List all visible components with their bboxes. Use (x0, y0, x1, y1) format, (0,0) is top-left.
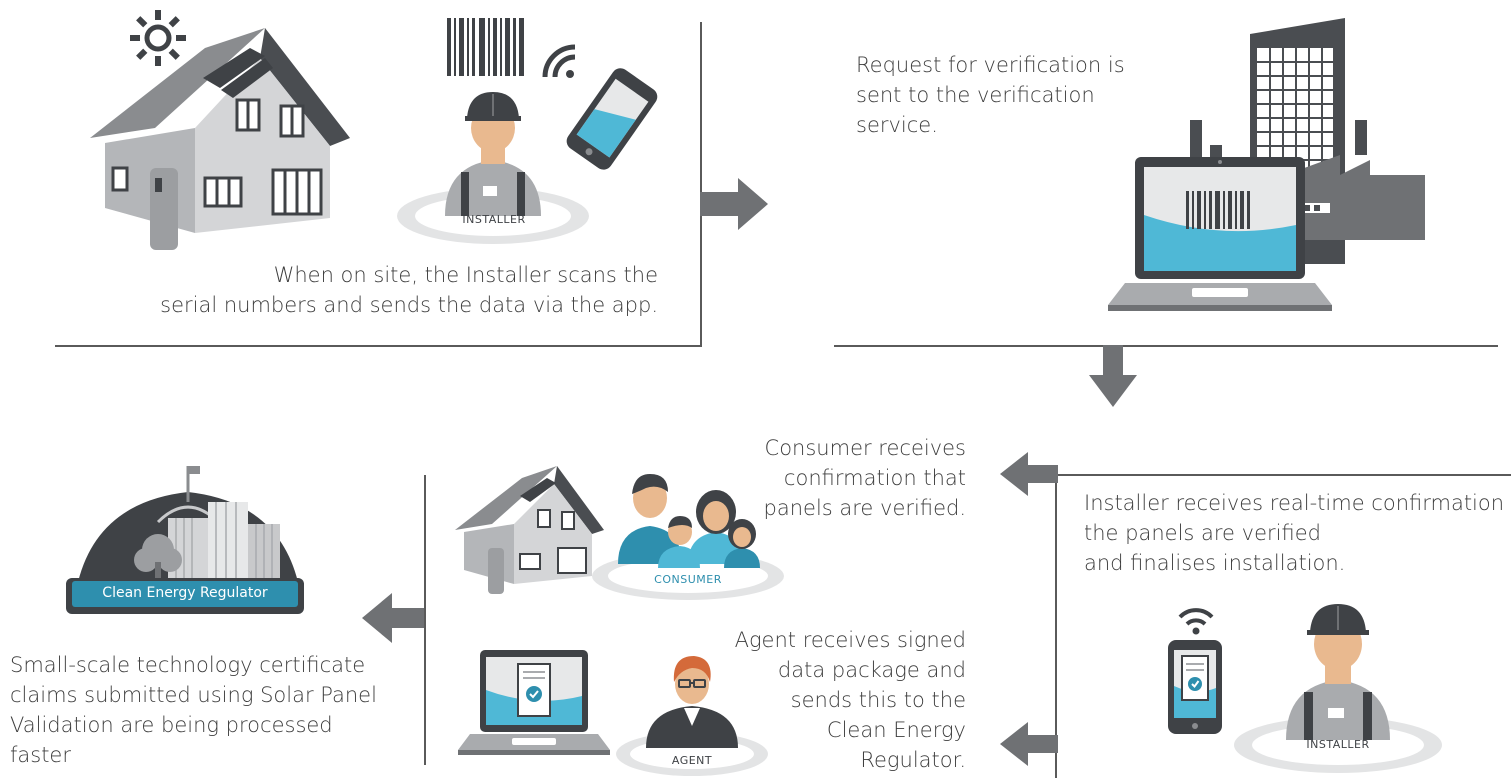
divider-top-right (834, 345, 1498, 347)
step-regulator-line3: Validation are being processed (10, 713, 333, 737)
divider-top-left (55, 345, 702, 347)
step-agent-line4: Clean Energy (826, 718, 966, 742)
arrow-right-icon (700, 178, 768, 230)
step-request-text: Request for verification is sent to the … (856, 50, 1156, 140)
step-agent-line3: sends this to the (790, 688, 966, 712)
step-agent-line5: Regulator. (860, 748, 966, 772)
step-request-line1: Request for verification is (856, 53, 1125, 77)
step-scan-line1: When on site, the Installer scans the (273, 263, 658, 287)
laptop-icon (458, 650, 610, 755)
step-agent-text: Agent receives signed data package and s… (700, 625, 966, 775)
divider-top-left-vertical (700, 22, 702, 347)
step-request-line3: service. (856, 113, 938, 137)
installer-badge: INSTALLER (1306, 738, 1370, 751)
divider-bottom-mid-vertical (424, 475, 426, 765)
step-scan-line2: serial numbers and sends the data via th… (160, 293, 658, 317)
smartphone-icon (1168, 640, 1222, 734)
sun-icon (130, 10, 186, 66)
regulator-building-icon (78, 466, 298, 582)
laptop-icon (1108, 157, 1332, 311)
step-regulator-line1: Small-scale technology certificate (10, 653, 366, 677)
step-regulator-line4: faster (10, 743, 71, 767)
consumer-badge: CONSUMER (654, 573, 722, 586)
step-regulator-line2: claims submitted using Solar Panel (10, 683, 377, 707)
house-icon (455, 466, 604, 594)
divider-bottom-right (1057, 474, 1511, 476)
step-installer-confirm-line1: Installer receives real-time confirmatio… (1084, 491, 1505, 515)
arrow-left-icon (362, 593, 424, 643)
house-icon (90, 28, 350, 250)
step-consumer-line2: confirmation that (783, 466, 966, 490)
certificate-icon (1186, 663, 1204, 691)
agent-badge: AGENT (671, 754, 713, 767)
regulator-banner: Clean Energy Regulator (66, 578, 304, 614)
divider-bottom-right-vertical (1055, 474, 1057, 778)
barcode-icon (447, 18, 524, 76)
installer-badge: INSTALLER (462, 213, 526, 226)
regulator-banner-inner: Clean Energy Regulator (72, 581, 298, 607)
step-consumer-line3: panels are verified. (763, 496, 966, 520)
step-scan-text: When on site, the Installer scans the se… (100, 260, 658, 320)
arrow-left-icon (1000, 452, 1058, 496)
smartphone-icon (566, 68, 658, 170)
arrow-down-icon (1089, 345, 1137, 407)
step-consumer-line1: Consumer receives (764, 436, 966, 460)
wifi-icon (1178, 608, 1214, 635)
step-consumer-text: Consumer receives confirmation that pane… (700, 433, 966, 523)
certificate-icon (517, 663, 551, 717)
step-regulator-text: Small-scale technology certificate claim… (10, 650, 380, 770)
step-agent-line1: Agent receives signed (734, 628, 966, 652)
regulator-banner-label: Clean Energy Regulator (102, 585, 268, 601)
step-request-line2: sent to the verification (856, 83, 1095, 107)
arrow-left-icon (1000, 722, 1058, 766)
step-agent-line2: data package and (777, 658, 966, 682)
step-installer-confirm-line3: and finalises installation. (1084, 551, 1346, 575)
step-installer-confirm-text: Installer receives real-time confirmatio… (1084, 488, 1511, 578)
wifi-icon (542, 44, 576, 78)
step-installer-confirm-line2: the panels are verified (1084, 521, 1321, 545)
